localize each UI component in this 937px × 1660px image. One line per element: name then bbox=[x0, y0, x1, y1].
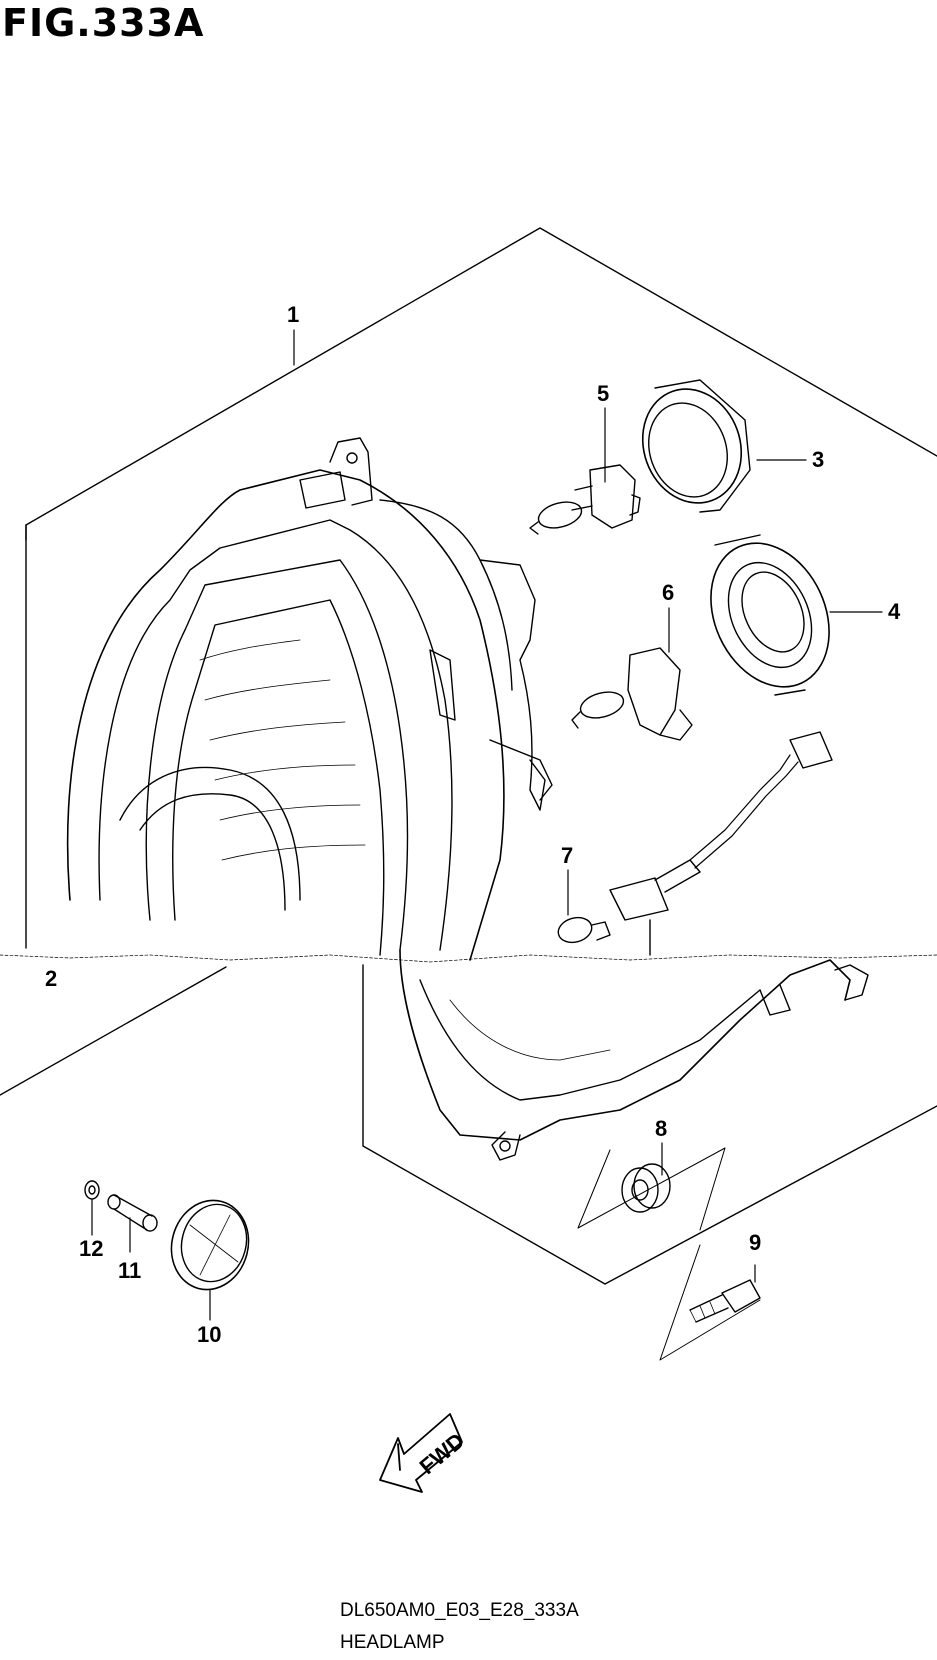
reflector-lens bbox=[170, 1199, 250, 1291]
leader-lines bbox=[91, 329, 883, 1321]
part-label-3: 3 bbox=[812, 447, 825, 472]
rubber-boot bbox=[710, 534, 830, 696]
spacer bbox=[107, 1194, 158, 1232]
grommet bbox=[577, 1147, 726, 1231]
bulb-cover-ring bbox=[641, 379, 751, 513]
part-label-11: 11 bbox=[118, 1258, 142, 1283]
part-label-1: 1 bbox=[287, 302, 300, 327]
part-label-6: 6 bbox=[662, 580, 675, 605]
part-label-7: 7 bbox=[561, 843, 574, 868]
part-label-4: 4 bbox=[888, 599, 901, 624]
headlamp-housing bbox=[0, 437, 937, 1161]
part-label-9: 9 bbox=[749, 1230, 762, 1255]
washer bbox=[84, 1180, 100, 1200]
diagram-code: DL650AM0_E03_E28_333A bbox=[340, 1600, 579, 1621]
diagram-name: HEADLAMP bbox=[340, 1632, 445, 1653]
secondary-bulb bbox=[571, 647, 693, 741]
part-label-10: 10 bbox=[197, 1322, 222, 1347]
bolt bbox=[659, 1244, 761, 1361]
assembly-outline bbox=[0, 227, 937, 1285]
position-bulb-socket bbox=[557, 731, 833, 956]
main-bulb bbox=[529, 464, 641, 535]
part-label-5: 5 bbox=[597, 381, 610, 406]
forward-arrow-label: FWD bbox=[415, 1428, 469, 1479]
part-label-2: 2 bbox=[45, 966, 58, 991]
part-label-8: 8 bbox=[655, 1116, 668, 1141]
forward-arrow bbox=[379, 1413, 463, 1493]
part-label-12: 12 bbox=[79, 1236, 104, 1261]
figure-title: FIG.333A bbox=[2, 1, 205, 45]
